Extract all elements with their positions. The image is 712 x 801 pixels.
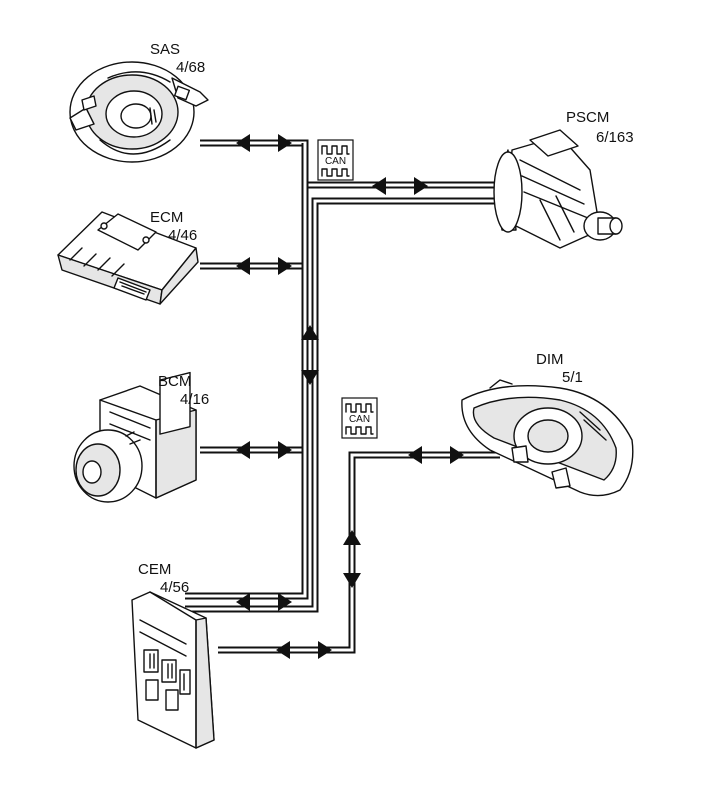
bus-wiring <box>185 139 500 654</box>
bcm-ref: 4/16 <box>180 391 209 408</box>
dim-module: DIM 5/1 <box>461 351 634 497</box>
can-symbol-upper: CAN <box>317 139 354 181</box>
pscm-module: PSCM 6/163 <box>493 109 634 249</box>
arrow-cem-upper-right <box>278 593 292 611</box>
can-symbol-lower: CAN <box>341 397 378 439</box>
arrow-ecm-right <box>278 257 292 275</box>
arrow-pscm-left <box>372 177 386 195</box>
cem-name: CEM <box>138 561 171 578</box>
arrow-dim-left <box>408 446 422 464</box>
pscm-ref: 6/163 <box>596 129 634 146</box>
arrow-trunk-down <box>301 370 319 385</box>
ecm-ref: 4/46 <box>168 227 197 244</box>
bcm-illustration <box>73 371 197 503</box>
bus-arrows <box>236 134 464 659</box>
arrow-pscm-right <box>414 177 428 195</box>
arrow-bcm-left <box>236 441 250 459</box>
ecm-illustration <box>57 211 199 305</box>
sas-illustration <box>69 61 209 163</box>
sas-module: SAS 4/68 <box>69 41 209 163</box>
can-label-upper: CAN <box>325 156 346 167</box>
arrow-sas-right <box>278 134 292 152</box>
arrow-ecm-left <box>236 257 250 275</box>
arrow-trunk-up <box>301 325 319 340</box>
arrow-cem-upper-left <box>236 593 250 611</box>
bcm-module: BCM 4/16 <box>73 371 209 503</box>
ecm-name: ECM <box>150 209 183 226</box>
dim-name: DIM <box>536 351 564 368</box>
dim-illustration <box>461 379 634 497</box>
cem-module: CEM 4/56 <box>131 561 215 749</box>
arrow-lower-up <box>343 530 361 545</box>
pscm-name: PSCM <box>566 109 609 126</box>
sas-name: SAS <box>150 41 180 58</box>
ecm-module: ECM 4/46 <box>57 209 199 305</box>
can-label-lower: CAN <box>349 414 370 425</box>
arrow-dim-right <box>450 446 464 464</box>
sas-ref: 4/68 <box>176 59 205 76</box>
arrow-sas-left <box>236 134 250 152</box>
dim-ref: 5/1 <box>562 369 583 386</box>
arrow-lower-down <box>343 573 361 588</box>
cem-illustration <box>131 591 215 749</box>
arrow-cem-lower-right <box>318 641 332 659</box>
cem-ref: 4/56 <box>160 579 189 596</box>
arrow-cem-lower-left <box>276 641 290 659</box>
bcm-name: BCM <box>158 373 191 390</box>
pscm-illustration <box>493 129 623 249</box>
arrow-bcm-right <box>278 441 292 459</box>
